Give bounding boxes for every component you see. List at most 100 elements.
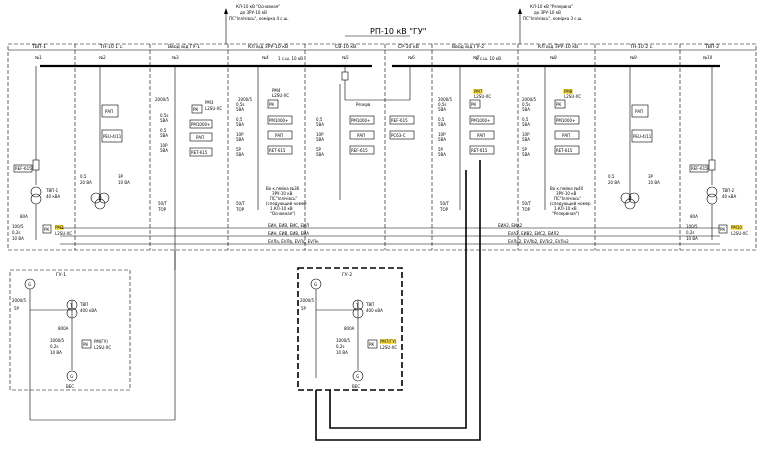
bus-l2c: EVЛа2, EVЛb2, EVЛс2, EVЛн2 [508, 239, 569, 244]
c6-ref: REF-615 [391, 118, 408, 123]
cell-headers: ТВП-1 ТН-10 1 с. Ввод від ГУ-1 КЛ від ЗР… [31, 44, 719, 60]
c7-va1: 5ВА [438, 107, 446, 112]
c7-ct-ratio: 2000/5 [438, 97, 453, 102]
c8-va2: 5ВА [522, 122, 530, 127]
c5-cls2: 0,5 [316, 117, 323, 122]
tvp2-cls: 0,2s [686, 230, 694, 235]
cell-5-num: №5 [342, 55, 349, 60]
c7-prot-tdp: ТОР [439, 207, 449, 212]
diagram-title: РП-10 кВ "ГУ" [370, 27, 426, 36]
c3-va2: 5ВА [160, 133, 168, 138]
gu1-ct: 2000/5 [12, 298, 27, 303]
cell-6-num: №6 [408, 55, 415, 60]
c8-ct-ratio: 2000/5 [522, 97, 537, 102]
tn1-va: 20 ВА [80, 180, 92, 185]
gu1-meter-type: L2SU-ХС [94, 345, 111, 350]
cell-kl-main: 2000/5 0,5s 5ВА 0,5 5ВА 10Р 5ВА 5Р 5ВА Р… [235, 66, 307, 216]
cell-4-name: КЛ від ЗРУ-10 кВ [248, 44, 288, 50]
gu2-tvp-circle: Т [355, 303, 359, 308]
tvp2-ct: 100/5 [686, 224, 698, 229]
cell-3-name: Ввод від ГУ-1 [168, 44, 200, 50]
tvp1-name: ТВП-1 [45, 188, 59, 193]
secondary-buses: EИА, EИB, EИС, EИЛ EИН, EИB, EИВ, EИА EV… [60, 223, 720, 245]
c4-prot-tdp: ТОР [235, 207, 245, 212]
cell-sv: 0,5 5ВА 10Р 5ВА 5Р 5ВА Резерв РМ1000+ РА… [316, 84, 375, 200]
cell-2-num: №2 [99, 55, 106, 60]
c7-va4: 5ВА [438, 152, 446, 157]
c4-meter: РМ4 [272, 88, 281, 93]
gu1-gen-bottom: G [70, 374, 73, 379]
tn1-reu: РЕU-4/11 [103, 134, 122, 139]
cell-tvp2: ТВП-2 40 кВА 80А 100/5 0,2s 10 ВА РК РМ1… [686, 66, 748, 241]
cell-1-name: ТВП-1 [31, 44, 46, 50]
c5-va4: 5ВА [316, 152, 324, 157]
c8-note-5: 1.КЛ-10 кВ [554, 206, 577, 211]
gu1-va: 10 ВА [50, 350, 62, 355]
c5-ref: REF-615 [351, 148, 368, 153]
c8-va1: 5ВА [522, 107, 530, 112]
gu1-name: ГУ-1 [56, 272, 66, 278]
gu2-name: ГУ-2 [342, 272, 352, 278]
gu1-cls: 5Р [14, 306, 20, 311]
c3-prot-tdp: ТОР [157, 207, 167, 212]
cell-9-name: ТН-10 2 с. [629, 44, 654, 50]
cell-gu2-input: 2000/5 0,5s 5ВА 0,5 5ВА 10Р 5ВА 5Р 5ВА Р… [438, 66, 495, 212]
feed-reserve: КЛ-10 кВ "Резервна" до ЗРУ-10 кВ ПС"Іллі… [518, 4, 583, 44]
c4-va1: 5ВА [236, 107, 244, 112]
bus-l2b: EVА2, EИВ2, EИС2, EИЛ2 [508, 231, 559, 236]
c4-ret: RET-615 [269, 148, 286, 153]
tn1-cls: 0,5 [80, 174, 87, 179]
c3-ct-ratio: 2000/5 [155, 97, 170, 102]
cell-8-num: №8 [550, 55, 557, 60]
gu2-tvp: ТВП [365, 302, 374, 307]
tvp1-ref: REF-615 [15, 166, 32, 171]
c4-note-2: ЗРУ-10 кВ [272, 191, 293, 196]
gu2-ct: 2000/5 [300, 298, 315, 303]
tvp2-meter-type: L2SU-ХС [731, 231, 748, 236]
c7-rap: РАП [477, 133, 485, 138]
c3-prot-i: 50/Т [158, 201, 167, 206]
cell-sr: REF-615 РС63-С [389, 115, 415, 140]
c5-cls3: 10Р [316, 132, 324, 137]
c4-prot-i: 50/Т [236, 201, 245, 206]
c4-note-5: 1.КЛ-10 кВ [270, 206, 293, 211]
tn1-rap: РАП [105, 109, 113, 114]
tvp1-rk: РК [44, 227, 49, 232]
cell-kl-reserve: 2000/5 0,5s 5ВА 0,5 5ВА 10Р 5ВА 5Р 5ВА Р… [521, 66, 591, 216]
section-breaker [341, 66, 411, 101]
c4-note-3: ПС"Іллічівсь" [270, 196, 297, 201]
c3-meter: РМ3 [205, 100, 214, 105]
bus-l1a: EИА, EИB, EИС, EИЛ [268, 223, 309, 228]
c7-meter: РМ7 [474, 89, 483, 94]
gu2-kva: 400 кВА [366, 308, 383, 313]
gu2-va: 10 ВА [336, 350, 348, 355]
gu1-meter: РМ(ГУ) [94, 339, 108, 344]
cell-dividers [74, 44, 681, 250]
tvp1-cls: 0,2s [12, 230, 20, 235]
c3-rap: РАП [196, 135, 204, 140]
c8-va4: 5ВА [522, 152, 530, 157]
gu1-tvp-circle: Т [69, 303, 73, 308]
c7-cls4: 5Р [438, 147, 444, 152]
tn2-va: 20 ВА [608, 180, 620, 185]
tvp2-ref: REF-615 [691, 166, 708, 171]
tvp2-meter: РМ10 [731, 225, 742, 230]
c7-rm: РМ1000+ [471, 118, 490, 123]
c3-rk: РК [193, 107, 198, 112]
cell-7-num: №7 [473, 55, 480, 60]
gu1-tvp: ТВП [79, 302, 88, 307]
c4-note-4: (следующий номер [266, 201, 307, 206]
cell-10-name: ТВП-2 [704, 44, 719, 50]
gu2-cls2: 0,2s [336, 344, 344, 349]
c5-cls4: 5Р [316, 147, 322, 152]
gu2-meter: РМ7(ГУ) [380, 339, 397, 344]
gu2-a: 800А [344, 326, 355, 331]
tn2-rap: РАП [635, 109, 643, 114]
feed-reserve-line-2: до ЗРУ-10 кВ [534, 10, 561, 15]
tn1-cls2: 3Р [118, 174, 124, 179]
c8-note-1: Во к.пейка №40 [550, 186, 584, 191]
c8-note-3: ПС"Іллічівсь" [554, 196, 581, 201]
c7-va3: 5ВА [438, 137, 446, 142]
bus-l1c: EVЛа, EVЛb, EVЛс, EVЛн [268, 239, 319, 244]
c4-note-6: "Основная") [270, 211, 296, 216]
